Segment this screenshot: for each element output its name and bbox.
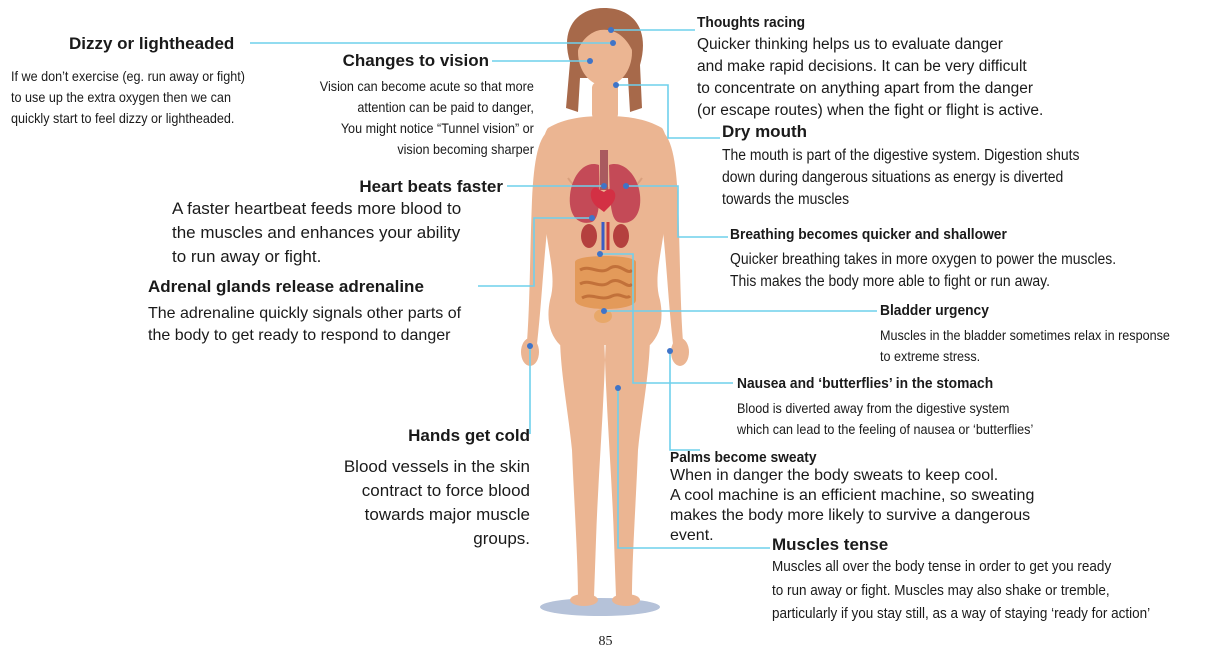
mouth-title: Dry mouth xyxy=(722,122,807,142)
breathing-body: Quicker breathing takes in more oxygen t… xyxy=(730,249,1116,293)
hands-body: Blood vessels in the skin contract to fo… xyxy=(344,455,530,551)
dizzy-title: Dizzy or lightheaded xyxy=(69,34,234,54)
palms-body: When in danger the body sweats to keep c… xyxy=(670,466,1034,546)
thoughts-body: Quicker thinking helps us to evaluate da… xyxy=(697,34,1043,122)
left-kidney xyxy=(581,224,597,248)
muscles-title: Muscles tense xyxy=(772,535,888,555)
page-number: 85 xyxy=(0,634,1211,650)
palms-title: Palms become sweaty xyxy=(670,449,817,467)
heart-title: Heart beats faster xyxy=(359,177,503,197)
mouth-body: The mouth is part of the digestive syste… xyxy=(722,145,1079,211)
bladder-title: Bladder urgency xyxy=(880,302,989,320)
muscles-body: Muscles all over the body tense in order… xyxy=(772,555,1150,626)
hands-title: Hands get cold xyxy=(408,426,530,446)
vision-body: Vision can become acute so that more att… xyxy=(320,76,534,160)
nausea-body: Blood is diverted away from the digestiv… xyxy=(737,398,1033,440)
connector-palms xyxy=(670,351,700,450)
right-kidney xyxy=(613,224,629,248)
dizzy-body: If we don’t exercise (eg. run away or fi… xyxy=(11,66,245,129)
heart-body: A faster heartbeat feeds more blood to t… xyxy=(172,197,461,269)
adrenal-title: Adrenal glands release adrenaline xyxy=(148,277,424,297)
thoughts-title: Thoughts racing xyxy=(697,14,805,32)
nausea-title: Nausea and ‘butterflies’ in the stomach xyxy=(737,375,993,393)
adrenal-body: The adrenaline quickly signals other par… xyxy=(148,303,461,347)
ground-shadow xyxy=(540,598,660,616)
breathing-title: Breathing becomes quicker and shallower xyxy=(730,226,1007,244)
vision-title: Changes to vision xyxy=(343,51,489,71)
bladder-body: Muscles in the bladder sometimes relax i… xyxy=(880,325,1170,367)
